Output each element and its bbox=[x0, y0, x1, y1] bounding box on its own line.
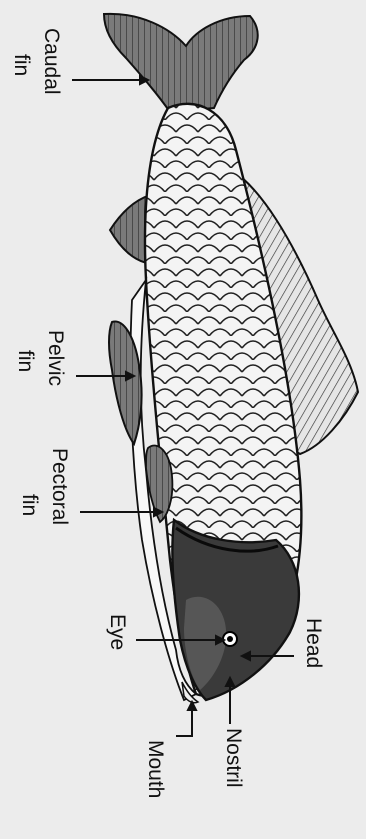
mouth-label: Mouth bbox=[145, 740, 166, 798]
head-label: Head bbox=[303, 618, 324, 668]
caudal-fin-label: fin bbox=[11, 54, 32, 76]
pupil-shape bbox=[227, 636, 233, 642]
pelvic-fin-label: fin bbox=[15, 350, 36, 372]
caudal-fin-shape bbox=[104, 14, 258, 112]
nostril-label: Nostril bbox=[223, 728, 244, 788]
eye-label: Eye bbox=[107, 614, 128, 650]
pectoral-fin-label: fin bbox=[19, 494, 40, 516]
pelvic-label: Pelvic bbox=[45, 330, 66, 386]
pectoral-label: Pectoral bbox=[49, 448, 70, 525]
caudal-label: Caudal bbox=[41, 28, 62, 95]
mouth-leader bbox=[176, 708, 192, 736]
